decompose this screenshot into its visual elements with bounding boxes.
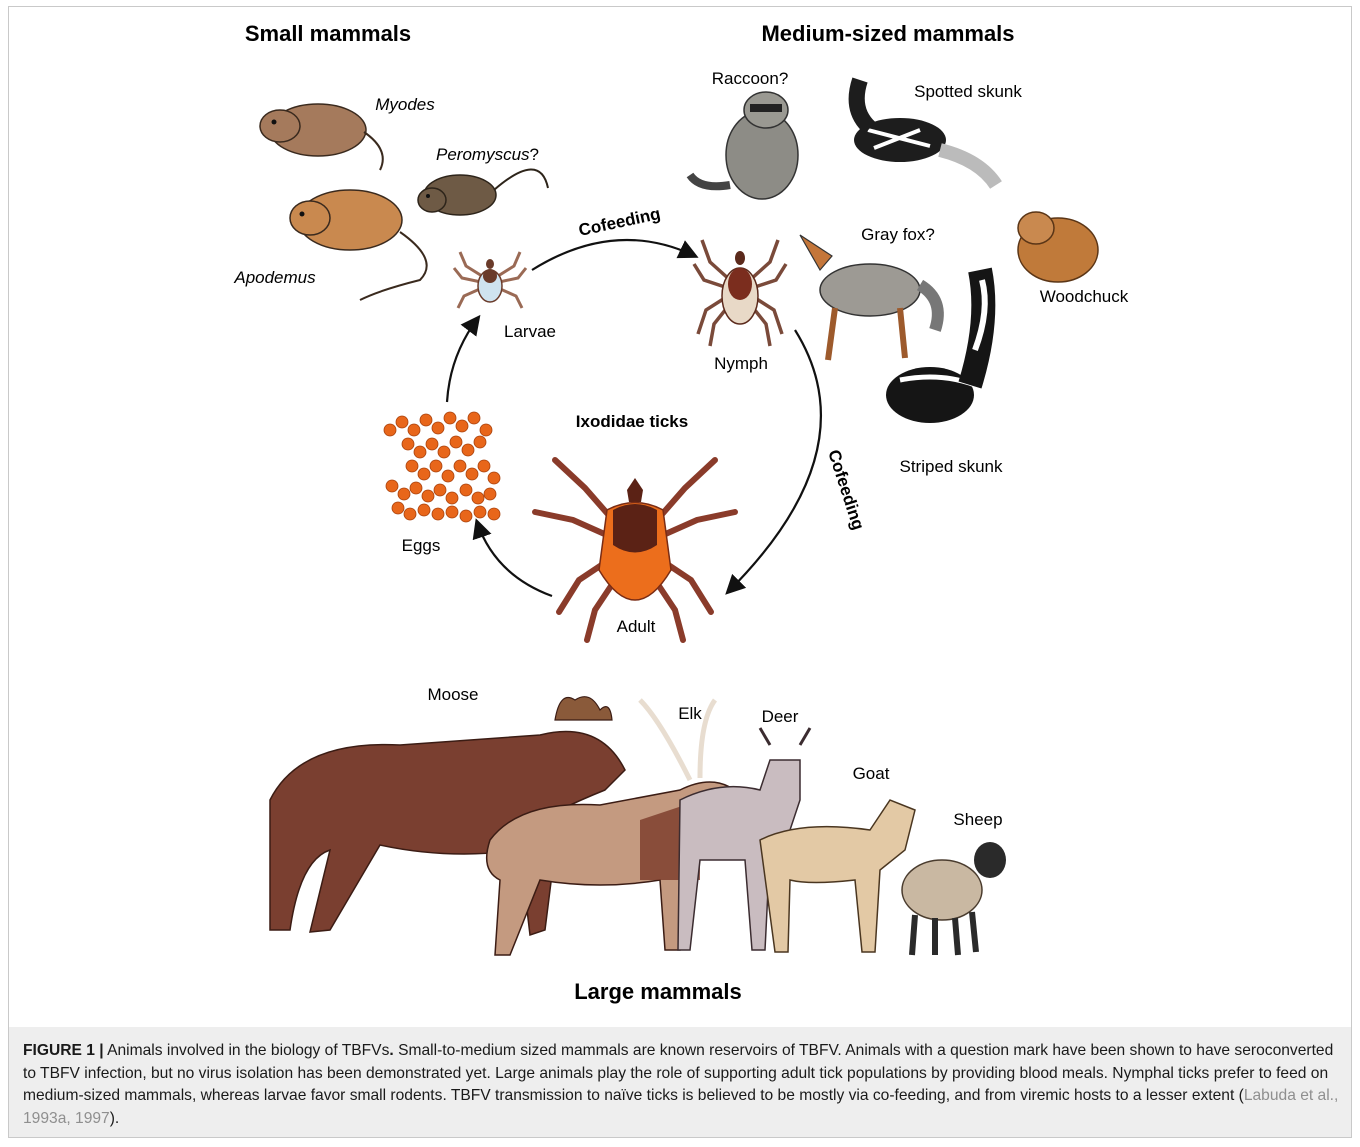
label-sheep: Sheep bbox=[953, 810, 1002, 829]
label-moose: Moose bbox=[427, 685, 478, 704]
center-title: Ixodidae ticks bbox=[576, 412, 688, 431]
sheep-illustration bbox=[902, 842, 1006, 955]
label-goat: Goat bbox=[853, 764, 890, 783]
label-gray-fox: Gray fox? bbox=[861, 225, 935, 244]
label-striped-skunk: Striped skunk bbox=[900, 457, 1003, 476]
myodes-illustration bbox=[260, 104, 383, 170]
section-title-large: Large mammals bbox=[574, 979, 742, 1004]
larvae-tick-illustration bbox=[454, 252, 526, 308]
caption-label: FIGURE 1 | bbox=[23, 1042, 104, 1059]
section-title-small: Small mammals bbox=[245, 21, 411, 46]
arrow-adult-to-eggs bbox=[477, 522, 552, 596]
adult-tick-illustration bbox=[535, 460, 735, 640]
label-spotted-skunk: Spotted skunk bbox=[914, 82, 1022, 101]
stage-label-eggs: Eggs bbox=[402, 536, 441, 555]
label-elk: Elk bbox=[678, 704, 702, 723]
nymph-tick-illustration bbox=[694, 240, 786, 346]
section-title-medium: Medium-sized mammals bbox=[761, 21, 1014, 46]
stage-label-nymph: Nymph bbox=[714, 354, 768, 373]
label-peromyscus-name: Peromyscus bbox=[436, 145, 530, 164]
label-peromyscus: Peromyscus? bbox=[436, 145, 539, 164]
arrow-label-top: Cofeeding bbox=[577, 204, 662, 240]
label-deer: Deer bbox=[762, 707, 799, 726]
stage-label-larvae: Larvae bbox=[504, 322, 556, 341]
eggs-illustration bbox=[384, 412, 500, 522]
caption-title: Animals involved in the biology of TBFVs bbox=[107, 1042, 389, 1059]
figure-caption: FIGURE 1 | Animals involved in the biolo… bbox=[23, 1040, 1339, 1130]
peromyscus-illustration bbox=[418, 169, 548, 215]
caption-end: ). bbox=[110, 1110, 120, 1127]
raccoon-illustration bbox=[690, 92, 798, 199]
label-woodchuck: Woodchuck bbox=[1040, 287, 1129, 306]
stage-label-adult: Adult bbox=[617, 617, 656, 636]
woodchuck-illustration bbox=[1018, 212, 1098, 282]
label-myodes: Myodes bbox=[375, 95, 435, 114]
gray-fox-illustration bbox=[800, 235, 938, 360]
arrow-label-right: Cofeeding bbox=[824, 447, 868, 532]
label-peromyscus-mark: ? bbox=[530, 145, 539, 164]
caption-title-end: . bbox=[389, 1042, 393, 1059]
label-raccoon: Raccoon? bbox=[712, 69, 789, 88]
arrow-larvae-to-nymph bbox=[532, 240, 695, 270]
label-apodemus: Apodemus bbox=[233, 268, 316, 287]
arrow-eggs-to-larvae bbox=[447, 318, 478, 402]
